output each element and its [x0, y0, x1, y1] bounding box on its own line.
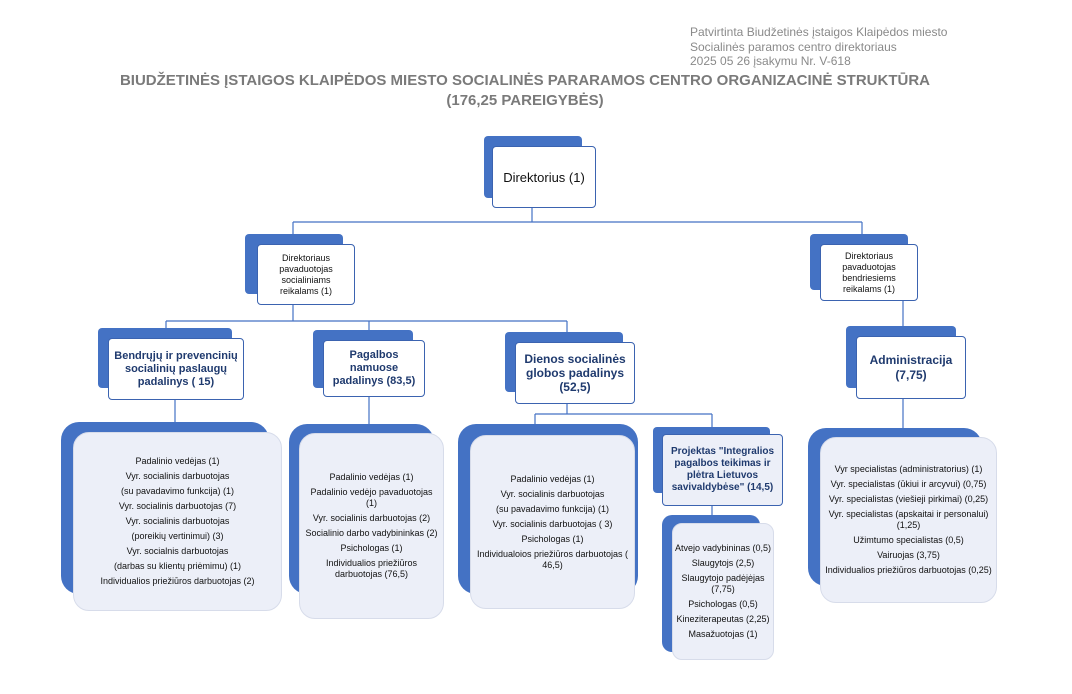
deputy-general-label: Direktoriaus pavaduotojas bendriesiems r… [842, 250, 896, 294]
staff-item: Vyr. socialnis darbuotojas [126, 546, 229, 556]
home-staff-list: Padalinio vedėjas (1) Padalinio vedėjo p… [305, 433, 438, 619]
unit-home-label: Pagalbos namuose padalinys (83,5) [332, 349, 416, 387]
staff-item: Vyr. socialinis darbuotojas [125, 516, 230, 526]
page-title: BIUDŽETINĖS ĮSTAIGOS KLAIPĖDOS MIESTO SO… [60, 71, 990, 111]
approval-line: Patvirtinta Biudžetinės įstaigos Klaipėd… [690, 25, 948, 39]
deputy-general-box: Direktoriaus pavaduotojas bendriesiems r… [820, 244, 918, 301]
unit-home-box: Pagalbos namuose padalinys (83,5) [323, 340, 425, 397]
staff-item: Padalinio vedėjo pavaduotojas (1) [310, 487, 433, 508]
staff-item: Psichologas (1) [521, 533, 584, 544]
staff-item: Kineziterapeutas (2,25) [676, 614, 770, 624]
project-label: Projektas "Integralios pagalbos teikimas… [670, 446, 775, 493]
unit-admin-box: Administracija (7,75) [856, 336, 966, 399]
staff-item: Socialinio darbo vadybininkas (2) [305, 528, 438, 538]
general-staff-list: Padalinio vedėjas (1) Vyr. socialinis da… [73, 432, 282, 611]
project-box: Projektas "Integralios pagalbos teikimas… [662, 434, 783, 506]
home-card [299, 433, 444, 619]
title-line: BIUDŽETINĖS ĮSTAIGOS KLAIPĖDOS MIESTO SO… [119, 72, 931, 89]
staff-item: Vyr. specialistas (ūkiui ir arcyvui) (0,… [830, 479, 987, 489]
staff-item: Vyr. socialinis darbuotojas [500, 488, 605, 499]
staff-item: Individualios priežiūros darbuotojas (0,… [825, 565, 992, 575]
staff-item: Atvejo vadybininas (0,5) [674, 543, 772, 553]
staff-item: (su pavadavimo funkcija) (1) [495, 503, 610, 514]
staff-item: Padalinio vedėjas (1) [135, 456, 220, 466]
director-label: Direktorius (1) [503, 169, 585, 185]
general-card [73, 432, 282, 611]
staff-item: Vyr. socialinis darbuotojas (2) [312, 513, 431, 523]
staff-item: Padalinio vedėjas (1) [510, 473, 595, 484]
title-line: (176,25 PAREIGYBĖS) [446, 92, 604, 109]
staff-item: Psichologas (0,5) [688, 599, 758, 609]
connector [165, 305, 568, 332]
staff-item: Vyr. specialistas (viešieji pirkimai) (0… [828, 494, 989, 504]
unit-admin-label: Administracija (7,75) [869, 352, 953, 382]
staff-item: Padalinio vedėjas (1) [329, 472, 414, 482]
project-list-card [672, 523, 774, 660]
unit-general-box: Bendrųjų ir prevencinių socialinių pasla… [108, 338, 244, 400]
unit-day-box: Dienos socialinės globos padalinys (52,5… [515, 342, 635, 404]
approval-line: Socialinės paramos centro direktoriaus [690, 39, 897, 54]
staff-item: Individualios priežiūros darbuotojas (2) [100, 576, 255, 586]
staff-item: Vyr specialistas (administratorius) (1) [834, 464, 983, 474]
director-box: Direktorius (1) [492, 146, 596, 208]
staff-item: Vairuojas (3,75) [877, 550, 940, 560]
admin-card [820, 437, 997, 603]
unit-general-label: Bendrųjų ir prevencinių socialinių pasla… [114, 349, 238, 388]
staff-item: Vyr. socialinis darbuotojas (7) [118, 501, 237, 511]
approval-line: 2025 05 26 įsakymu Nr. V-618 [690, 54, 851, 68]
staff-item: Vyr. socialinis darbuotojas [125, 471, 230, 481]
staff-item: Individualoios priežiūros darbuotojas ( … [476, 548, 629, 570]
staff-item: Individualios priežiūros darbuotojas (76… [325, 558, 418, 579]
deputy-social-label: Direktoriaus pavaduotojas socialiniams r… [279, 252, 333, 296]
staff-item: Užimtumo specialistas (0,5) [853, 535, 964, 545]
day-staff-list: Padalinio vedėjas (1) Vyr. socialinis da… [474, 435, 631, 609]
staff-item: Vyr. specialistas (apskaitai ir personal… [828, 509, 989, 530]
admin-staff-list: Vyr specialistas (administratorius) (1) … [822, 437, 995, 603]
staff-item: (su pavadavimo funkcija) (1) [120, 486, 235, 496]
staff-item: (darbas su klientų priėmimu) (1) [113, 561, 242, 571]
connector [292, 208, 863, 236]
staff-item: Vyr. socialinis darbuotojas ( 3) [492, 518, 613, 529]
connector [174, 397, 713, 430]
staff-item: Slaugytojs (2,5) [691, 558, 755, 568]
unit-day-label: Dienos socialinės globos padalinys (52,5… [524, 352, 626, 394]
deputy-social-box: Direktoriaus pavaduotojas socialiniams r… [257, 244, 355, 305]
day-card [470, 435, 635, 609]
staff-item: Masažuotojas (1) [688, 629, 758, 639]
approval-note: Patvirtinta Biudžetinės įstaigos Klaipėd… [690, 25, 947, 69]
staff-item: Slaugytojo padėjėjas (7,75) [681, 573, 765, 594]
staff-item: (poreikių vertinimui) (3) [131, 531, 224, 541]
project-staff-list: Atvejo vadybininas (0,5) Slaugytojs (2,5… [674, 523, 772, 660]
staff-item: Psichologas (1) [340, 543, 403, 553]
